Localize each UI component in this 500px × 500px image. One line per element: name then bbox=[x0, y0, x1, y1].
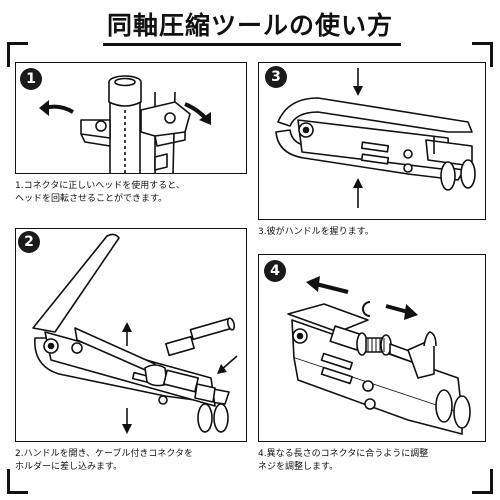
adjust-screw-illustration bbox=[287, 276, 471, 435]
page-title: 同軸圧縮ツールの使い方 bbox=[106, 11, 393, 40]
title-underline bbox=[103, 43, 401, 46]
step-2-number-badge: 2 bbox=[18, 231, 40, 253]
frame-corner-top-right bbox=[472, 42, 493, 67]
step-3-number-badge: 3 bbox=[265, 66, 287, 88]
rotating-head-illustration bbox=[39, 75, 211, 175]
frame-corner-bottom-left bbox=[7, 469, 28, 494]
insert-connector-illustration bbox=[32, 233, 238, 434]
step-1-illustration-frame bbox=[15, 62, 247, 174]
step-4-number-badge: 4 bbox=[264, 260, 286, 282]
step-4-caption: 4.異なる長さのコネクタに合うように調整 ネジを調整します。 bbox=[258, 449, 429, 472]
step-2-panel: 2 bbox=[15, 228, 247, 486]
step-4-illustration-frame bbox=[258, 254, 486, 442]
squeeze-handles-illustration bbox=[275, 68, 476, 208]
step-1-caption: 1.コネクタに正しいヘッドを使用すると、 ヘッドを回転させることができます。 bbox=[15, 181, 185, 204]
step-3-illustration-frame bbox=[258, 62, 486, 220]
step-1-number-badge: 1 bbox=[20, 68, 42, 90]
step-2-illustration-frame bbox=[15, 228, 247, 442]
frame-corner-bottom-right bbox=[472, 469, 493, 494]
step-1-panel: 1 1.コネクタに正しいヘッドを使用すると、 ヘッドを回転させることができます。 bbox=[15, 62, 247, 222]
step-4-panel: 4 bbox=[258, 254, 486, 486]
step-3-panel: 3 3.彼がハンドルを握ります。 bbox=[258, 62, 486, 242]
step-3-caption: 3.彼がハンドルを握ります。 bbox=[258, 227, 374, 237]
step-2-caption: 2.ハンドルを開き、ケーブル付きコネクタを ホルダーに差し込みます。 bbox=[15, 449, 194, 472]
frame-corner-top-left bbox=[7, 42, 28, 67]
